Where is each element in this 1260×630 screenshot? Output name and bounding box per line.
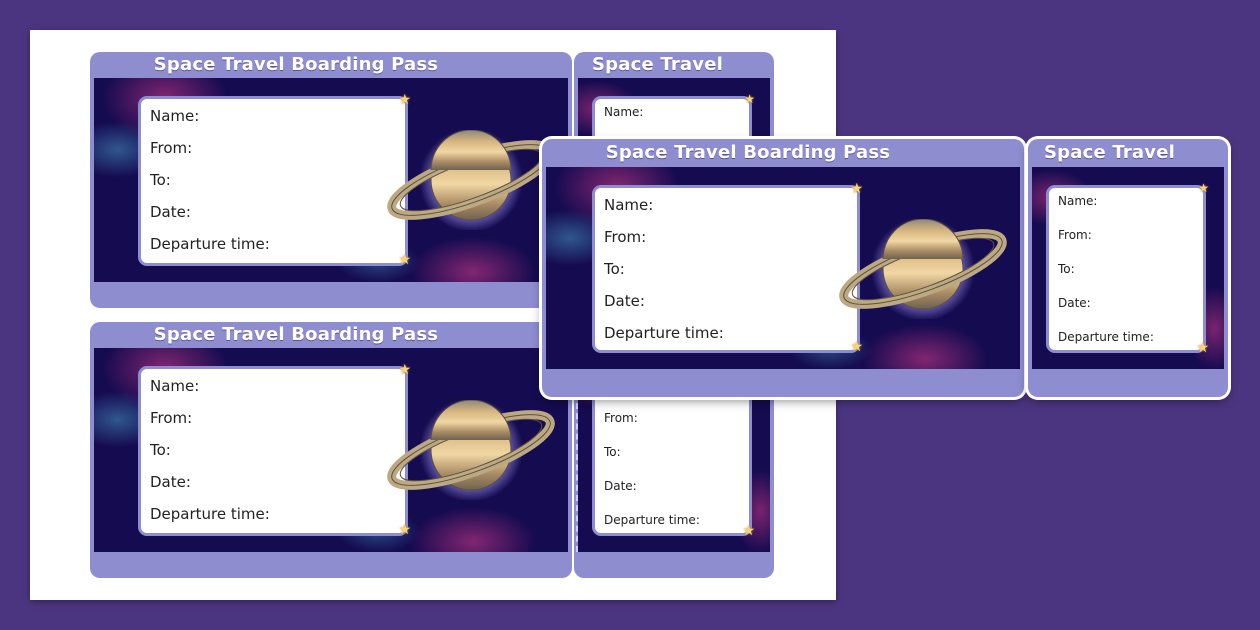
date-label: Date: — [150, 473, 191, 491]
ticket-stub: Space Travel Name: From: To: Date: Depar… — [1028, 139, 1228, 397]
saturn-planet-icon — [387, 400, 555, 500]
star-icon: ★ — [1198, 181, 1209, 195]
departure-time-label: Departure time: — [604, 513, 700, 527]
from-label: From: — [150, 409, 193, 427]
ticket-main: Space Travel Boarding Pass Name: From: T… — [542, 139, 1024, 397]
star-icon: ★ — [398, 522, 411, 538]
from-label: From: — [1058, 228, 1092, 242]
from-label: From: — [604, 411, 638, 425]
saturn-planet-icon — [387, 130, 555, 230]
info-card: Name: From: To: Date: Departure time: ★ … — [138, 362, 411, 538]
departure-time-label: Departure time: — [604, 324, 724, 342]
date-label: Date: — [604, 479, 637, 493]
ticket-title: Space Travel Boarding Pass — [605, 142, 891, 163]
name-label: Name: — [604, 105, 644, 119]
departure-time-label: Departure time: — [150, 235, 270, 253]
from-label: From: — [604, 228, 647, 246]
ticket-main: Space Travel Boarding Pass Name: From: T… — [90, 52, 572, 308]
name-label: Name: — [604, 196, 654, 214]
star-icon: ★ — [850, 181, 863, 197]
info-card: Name: From: To: Date: Departure time: ★ … — [138, 92, 411, 268]
ticket-title: Space Travel Boarding Pass — [153, 324, 439, 345]
star-icon: ★ — [398, 252, 411, 268]
star-icon: ★ — [850, 339, 863, 355]
to-label: To: — [604, 260, 625, 278]
star-icon: ★ — [744, 92, 755, 106]
to-label: To: — [604, 445, 621, 459]
stub-info-card: Name: From: To: Date: Departure time: ★ … — [1046, 181, 1209, 356]
name-label: Name: — [150, 377, 200, 395]
departure-time-label: Departure time: — [1058, 330, 1154, 344]
star-icon: ★ — [742, 523, 755, 539]
info-card: Name: From: To: Date: Departure time: ★ … — [592, 181, 863, 355]
perforation-line — [576, 352, 578, 552]
star-icon: ★ — [398, 362, 411, 378]
to-label: To: — [1058, 262, 1075, 276]
star-icon: ★ — [1196, 340, 1209, 356]
date-label: Date: — [1058, 296, 1091, 310]
departure-time-label: Departure time: — [150, 505, 270, 523]
stub-title: Space Travel — [592, 54, 723, 75]
from-label: From: — [150, 139, 193, 157]
saturn-planet-icon — [839, 219, 1007, 319]
ticket-main: Space Travel Boarding Pass Name: From: T… — [90, 322, 572, 578]
to-label: To: — [150, 441, 171, 459]
name-label: Name: — [1058, 194, 1098, 208]
star-icon: ★ — [398, 92, 411, 108]
ticket-title: Space Travel Boarding Pass — [153, 54, 439, 75]
date-label: Date: — [150, 203, 191, 221]
date-label: Date: — [604, 292, 645, 310]
to-label: To: — [150, 171, 171, 189]
name-label: Name: — [150, 107, 200, 125]
stub-title: Space Travel — [1044, 142, 1175, 163]
